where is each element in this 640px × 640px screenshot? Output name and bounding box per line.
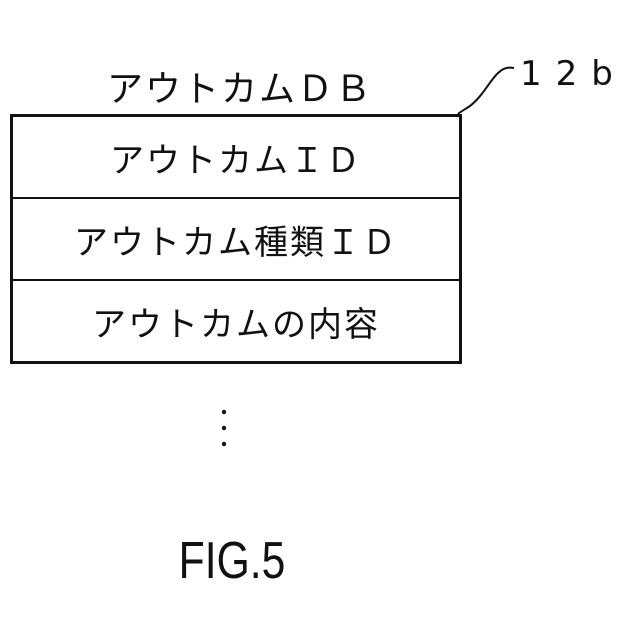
continuation-ellipsis — [204, 398, 244, 458]
field-row-outcome-content: アウトカムの内容 — [13, 279, 459, 361]
field-row-outcome-id: アウトカムＩＤ — [13, 117, 459, 197]
figure-label: FIG.5 — [42, 526, 422, 596]
reference-numeral: 12b — [520, 52, 627, 96]
field-row-outcome-type-id: アウトカム種類ＩＤ — [13, 197, 459, 279]
database-title: アウトカムＤＢ — [0, 66, 480, 114]
database-table: アウトカムＩＤ アウトカム種類ＩＤ アウトカムの内容 — [10, 114, 462, 364]
